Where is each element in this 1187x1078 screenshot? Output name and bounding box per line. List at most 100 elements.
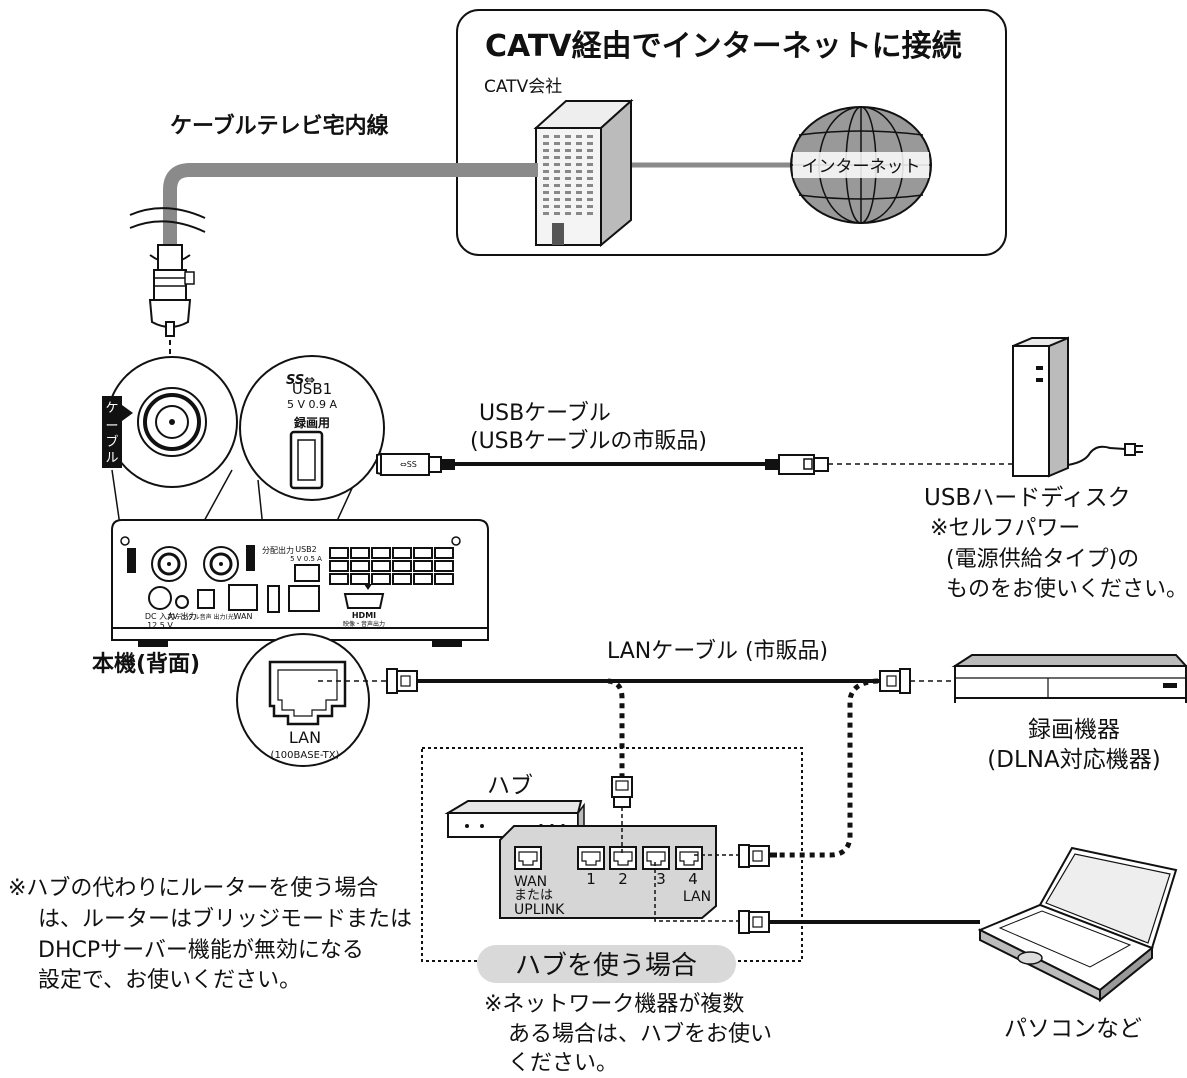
recorder-label-2: (DLNA対応機器): [987, 747, 1160, 773]
catv-company-label: CATV会社: [484, 77, 562, 97]
hdd-note-2: (電源供給タイプ)の: [946, 547, 1139, 572]
hub-port4-plug: [694, 844, 777, 868]
hub-port-3: 3: [656, 870, 666, 888]
building-window: [565, 198, 571, 201]
port-cable-label-4: ル: [105, 451, 118, 466]
building-window: [554, 205, 560, 208]
port-cable-label-1: ケ: [105, 401, 118, 416]
building-window: [565, 191, 571, 194]
building-window: [576, 142, 582, 145]
hub-lan-text: LAN: [683, 889, 711, 905]
building-window: [565, 163, 571, 166]
building-window: [554, 177, 560, 180]
building-window: [543, 177, 549, 180]
hub-uplink-text: UPLINK: [514, 902, 565, 918]
vent-slot: [392, 547, 412, 559]
hub-wan-text: WAN: [514, 874, 547, 890]
building-window: [554, 212, 560, 215]
vent-slot: [413, 573, 433, 585]
building-window: [543, 212, 549, 215]
building-window: [587, 135, 593, 138]
hdmi-logo: HDMI: [352, 611, 376, 620]
building-window: [587, 142, 593, 145]
building-window: [587, 177, 593, 180]
building-window: [543, 198, 549, 201]
hub-port-panel: WAN または UPLINK 1 2 3 4 LAN: [499, 825, 717, 919]
vent-slot: [329, 547, 349, 559]
dc-label: DC 入力: [145, 611, 175, 621]
vent-slot: [371, 547, 391, 559]
use-hub-badge: ハブを使う場合: [477, 945, 736, 983]
hub-port-2: 2: [618, 870, 628, 888]
building-window: [565, 149, 571, 152]
hub-port-4-socket: [675, 846, 703, 870]
building-window: [554, 184, 560, 187]
hub-port2-plug: [611, 776, 633, 856]
vent-slot: [434, 547, 454, 559]
usb-cable-label-1: USBケーブル: [479, 401, 611, 426]
building-window: [543, 163, 549, 166]
pc-label: パソコンなど: [1004, 1016, 1142, 1042]
vent-slot: [434, 560, 454, 572]
building-window: [565, 184, 571, 187]
hub-label: ハブ: [487, 773, 533, 799]
recorder-label-1: 録画機器: [1028, 717, 1120, 743]
vent-slot: [392, 573, 412, 585]
building-window: [554, 142, 560, 145]
building-window: [565, 156, 571, 159]
vent-slot: [434, 573, 454, 585]
port-cable-label-2: ー: [105, 419, 118, 434]
building-window: [554, 198, 560, 201]
hub-note-2: ある場合は、ハブをお使い: [508, 1022, 772, 1047]
building-window: [576, 177, 582, 180]
building-window: [576, 212, 582, 215]
router-note-1: ※ハブの代わりにルーターを使う場合: [8, 876, 378, 901]
building-window: [587, 149, 593, 152]
building-window: [543, 205, 549, 208]
tv-cable: [129, 163, 538, 264]
building-window: [587, 191, 593, 194]
lan-cable-label: LANケーブル (市販品): [607, 639, 828, 664]
vent-slot: [329, 573, 349, 585]
building-window: [554, 170, 560, 173]
port-cable-label-3: ブ: [105, 434, 118, 450]
usb-port-zoom: SS⇔ USB1 5 V 0.9 A 録画用: [239, 355, 385, 596]
building-window: [587, 156, 593, 159]
dc-voltage: 12.5 V: [147, 621, 173, 630]
hdd-title: USBハードディスク: [924, 485, 1131, 511]
vent-slot: [350, 560, 370, 572]
hub-port-3-socket: [642, 846, 670, 870]
hub-note-1: ※ネットワーク機器が複数: [484, 992, 744, 1017]
building-window: [565, 142, 571, 145]
lan-cable: [318, 668, 955, 858]
vent-slot: [350, 573, 370, 585]
building-window: [576, 149, 582, 152]
hdd-note-3: ものをお使いください。: [946, 577, 1187, 602]
internet-label: インターネット: [802, 157, 921, 177]
building-icon: [533, 98, 634, 248]
bunpa-label: 分配出力: [262, 545, 294, 555]
vent-slot: [329, 560, 349, 572]
building-window: [576, 191, 582, 194]
hub-port-1-socket: [577, 846, 605, 870]
lan-name: LAN: [289, 728, 321, 747]
hdmi-label: 映像・音声出力: [343, 620, 385, 628]
usb1-name: USB1: [292, 380, 332, 398]
usb1-spec: 5 V 0.9 A: [287, 398, 338, 411]
building-window: [576, 163, 582, 166]
building-window: [565, 205, 571, 208]
building-window: [576, 184, 582, 187]
usb-logo: SS⇔: [286, 373, 315, 388]
av-label: AV 出力: [168, 611, 197, 621]
recorder-icon: [951, 654, 1187, 703]
building-window: [576, 156, 582, 159]
catv-box-title: CATV経由でインターネットに接続: [485, 29, 962, 64]
router-note-2: は、ルーターはブリッジモードまたは: [38, 907, 412, 932]
building-window: [587, 170, 593, 173]
building-window: [543, 170, 549, 173]
usb2-spec: 5 V 0.5 A: [290, 555, 322, 563]
building-window: [543, 135, 549, 138]
building-window: [554, 149, 560, 152]
building-window: [565, 212, 571, 215]
